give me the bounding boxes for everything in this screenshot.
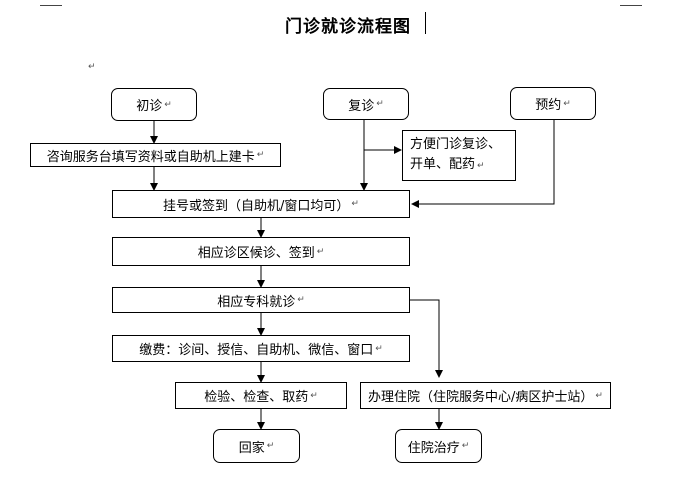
node-payment: 缴费：诊间、授信、自助机、微信、窗口↵ <box>112 335 410 362</box>
page-title: 门诊就诊流程图 <box>0 12 696 37</box>
node-register-label: 挂号或签到（自助机/窗口均可） <box>163 198 350 214</box>
node-admission-label: 办理住院（住院服务中心/病区护士站） <box>368 390 594 405</box>
page-corner-mark-left <box>40 5 62 6</box>
paragraph-mark: ↵ <box>297 295 305 305</box>
paragraph-mark: ↵ <box>88 62 96 72</box>
node-follow-up-label: 复诊 <box>348 98 375 114</box>
paragraph-mark: ↵ <box>316 246 325 257</box>
node-follow-up: 复诊↵ <box>323 88 409 120</box>
node-admission: 办理住院（住院服务中心/病区护士站）↵ <box>360 382 611 409</box>
node-first-visit: 初诊↵ <box>111 88 197 121</box>
paragraph-mark: ↵ <box>266 441 275 451</box>
paragraph-mark: ↵ <box>461 441 470 451</box>
node-go-home: 回家↵ <box>213 429 300 463</box>
node-inpatient: 住院治疗↵ <box>395 429 482 463</box>
paragraph-mark: ↵ <box>164 99 172 110</box>
paragraph-mark: ↵ <box>477 161 485 171</box>
node-consult-desk-label: 咨询服务台填写资料或自助机上建卡 <box>46 149 255 165</box>
node-convenience-clinic: 方便门诊复诊、 开单、配药↵ <box>402 130 516 181</box>
node-convenience-line2: 开单、配药 <box>410 157 476 172</box>
paragraph-mark: ↵ <box>256 150 265 160</box>
arrow-specialist-to-admission <box>410 299 443 378</box>
node-appointment: 预约↵ <box>510 87 596 120</box>
node-payment-label: 缴费：诊间、授信、自助机、微信、窗口 <box>139 343 374 358</box>
node-wait-area-label: 相应诊区候诊、签到 <box>197 246 315 261</box>
page-corner-mark-right <box>620 5 642 6</box>
paragraph-mark: ↵ <box>375 343 383 354</box>
paragraph-mark: ↵ <box>595 390 603 401</box>
node-first-visit-label: 初诊 <box>136 99 163 114</box>
node-appointment-label: 预约 <box>535 98 562 113</box>
paragraph-mark: ↵ <box>563 98 571 109</box>
paragraph-mark: ↵ <box>310 390 318 401</box>
node-wait-area: 相应诊区候诊、签到↵ <box>112 237 410 266</box>
node-register: 挂号或签到（自助机/窗口均可）↵ <box>112 190 410 218</box>
arrow-appointment-to-register <box>411 120 555 208</box>
node-specialist-label: 相应专科就诊 <box>217 294 296 310</box>
paragraph-mark: ↵ <box>351 199 359 209</box>
node-go-home-label: 回家 <box>238 440 265 456</box>
node-convenience-line1: 方便门诊复诊、 <box>410 137 502 152</box>
title-text: 门诊就诊流程图 <box>285 17 411 37</box>
node-tests: 检验、检查、取药↵ <box>175 382 347 409</box>
node-specialist: 相应专科就诊↵ <box>112 287 410 313</box>
node-inpatient-label: 住院治疗 <box>407 440 460 456</box>
node-tests-label: 检验、检查、取药 <box>204 390 309 405</box>
node-consult-desk: 咨询服务台填写资料或自助机上建卡↵ <box>30 143 281 167</box>
paragraph-mark: ↵ <box>376 99 384 109</box>
text-cursor <box>425 12 426 34</box>
